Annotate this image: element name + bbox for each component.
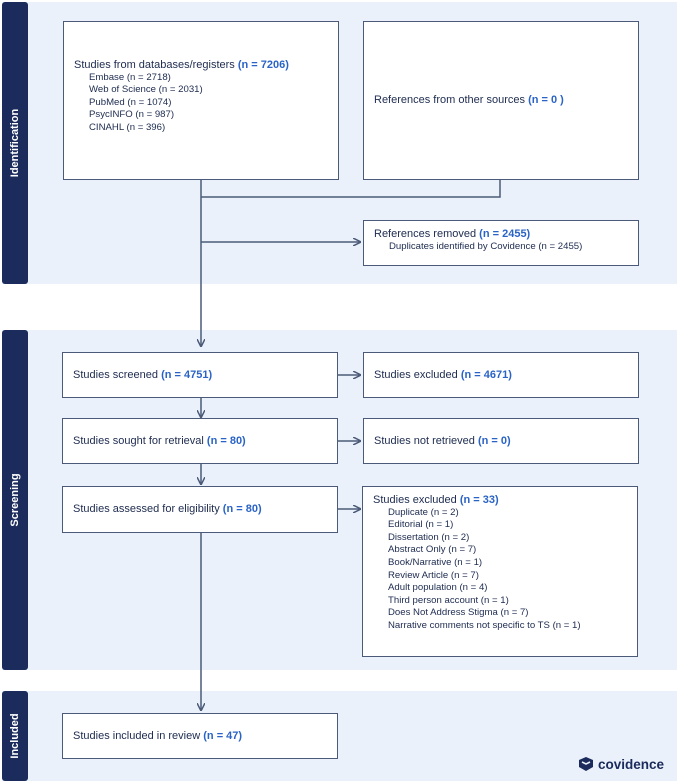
other-sources-box: References from other sources (n = 0 )	[363, 21, 639, 180]
screened-box: Studies screened (n = 4751)	[62, 352, 338, 398]
databases-box: Studies from databases/registers (n = 72…	[63, 21, 339, 180]
exclusion-reason: Third person account (n = 1)	[388, 594, 509, 606]
exclusion-reason: Review Article (n = 7)	[388, 569, 479, 581]
covidence-logo-icon	[579, 757, 593, 771]
exclusion-reason: Does Not Address Stigma (n = 7)	[388, 607, 529, 619]
not-retrieved-title: Studies not retrieved (n = 0)	[374, 434, 511, 447]
database-source: Embase (n = 2718)	[89, 71, 171, 83]
references-removed-box: References removed (n = 2455) Duplicates…	[363, 220, 639, 266]
excluded-reasons-box: Studies excluded (n = 33) Duplicate (n =…	[362, 486, 638, 657]
assessed-title: Studies assessed for eligibility (n = 80…	[73, 503, 262, 516]
database-source: PsycINFO (n = 987)	[89, 109, 175, 121]
exclusion-reason: Duplicate (n = 2)	[388, 506, 459, 518]
excluded-title: Studies excluded (n = 4671)	[374, 368, 512, 381]
included-review-title: Studies included in review (n = 47)	[73, 729, 243, 742]
exclusion-reason: Dissertation (n = 2)	[388, 531, 470, 543]
other-sources-title: References from other sources (n = 0 )	[374, 94, 564, 107]
exclusion-reason: Narrative comments not specific to TS (n…	[388, 619, 581, 631]
duplicates-detail: Duplicates identified by Covidence (n = …	[389, 240, 583, 252]
database-source: Web of Science (n = 2031)	[89, 84, 203, 96]
covidence-logo-text: covidence	[598, 756, 665, 772]
databases-title: Studies from databases/registers (n = 72…	[74, 59, 289, 71]
assessed-box: Studies assessed for eligibility (n = 80…	[62, 486, 338, 533]
phase-label-screening: Screening	[2, 330, 28, 670]
exclusion-reason: Adult population (n = 4)	[388, 582, 488, 594]
included-review-box: Studies included in review (n = 47)	[62, 713, 338, 759]
not-retrieved-box: Studies not retrieved (n = 0)	[363, 418, 639, 464]
references-removed-title: References removed (n = 2455)	[374, 228, 531, 240]
database-source: PubMed (n = 1074)	[89, 96, 172, 108]
sought-title: Studies sought for retrieval (n = 80)	[73, 434, 246, 447]
phase-label-identification: Identification	[2, 2, 28, 284]
exclusion-reason: Abstract Only (n = 7)	[388, 544, 477, 556]
database-source: CINAHL (n = 396)	[89, 121, 166, 133]
excluded-reasons-title: Studies excluded (n = 33)	[373, 494, 499, 506]
excluded-box: Studies excluded (n = 4671)	[363, 352, 639, 398]
exclusion-reason: Editorial (n = 1)	[388, 519, 454, 531]
sought-box: Studies sought for retrieval (n = 80)	[62, 418, 338, 464]
phase-label-included: Included	[2, 691, 28, 781]
exclusion-reason: Book/Narrative (n = 1)	[388, 556, 483, 568]
screened-title: Studies screened (n = 4751)	[73, 368, 213, 381]
covidence-logo: covidence	[578, 756, 664, 772]
